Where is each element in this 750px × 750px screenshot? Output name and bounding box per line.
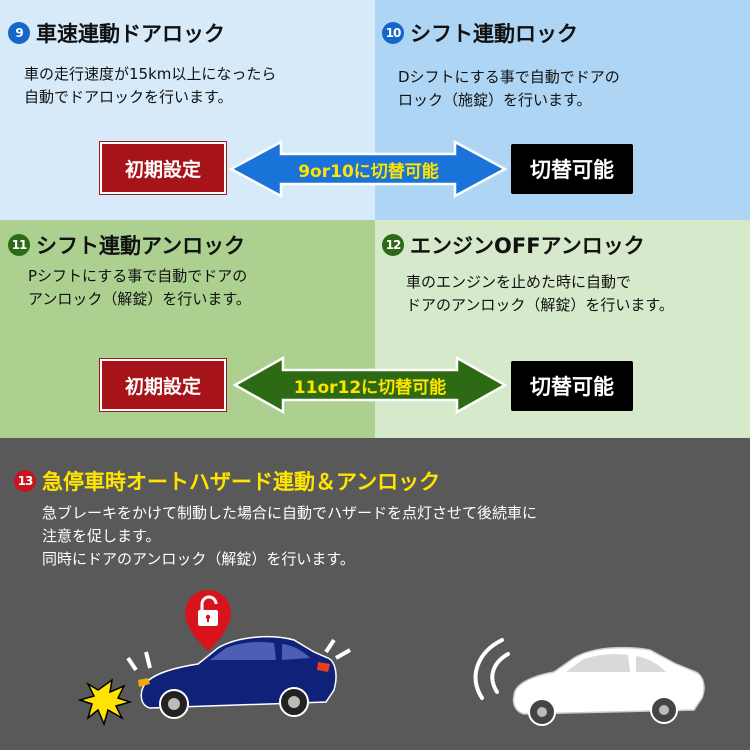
panel-10-desc: Dシフトにする事で自動でドアの ロック（施錠）を行います。 <box>398 68 620 109</box>
switchable-button: 切替可能 <box>511 144 633 194</box>
default-setting-button-2: 初期設定 <box>100 359 226 411</box>
double-arrow-blue <box>229 140 507 198</box>
emergency-illustration <box>77 590 705 727</box>
panel-10-title-text: シフト連動ロック <box>410 22 578 46</box>
sound-wave-icon <box>473 638 510 700</box>
blue-car-icon <box>138 635 337 719</box>
number-badge-11: 11 <box>8 234 30 256</box>
white-car-icon <box>512 646 705 726</box>
panel-11-desc: Pシフトにする事で自動でドアの アンロック（解錠）を行います。 <box>28 267 251 308</box>
panel-9-desc: 車の走行速度が15km以上になったら 自動でドアロックを行います。 <box>24 65 277 106</box>
number-badge-13: 13 <box>14 470 36 492</box>
number-badge-9: 9 <box>8 22 30 44</box>
panel-12-title-text: エンジンOFFアンロック <box>410 234 645 258</box>
number-badge-12: 12 <box>382 234 404 256</box>
panel-9-title: 9 車速連動ドアロック <box>8 18 225 48</box>
number-badge-10: 10 <box>382 22 404 44</box>
panel-12-title: 12 エンジンOFFアンロック <box>382 230 645 260</box>
panel-11-title-text: シフト連動アンロック <box>36 234 246 258</box>
unlocked-padlock-icon <box>185 590 231 651</box>
panel-13-title: 13 急停車時オートハザード連動＆アンロック <box>14 466 440 496</box>
hazard-flash-icon <box>77 638 351 727</box>
panel-9-title-text: 車速連動ドアロック <box>36 22 225 46</box>
panel-13-title-text: 急停車時オートハザード連動＆アンロック <box>42 470 441 494</box>
switchable-11-12-label: 11or12に切替可能 <box>293 377 447 398</box>
switchable-button-2: 切替可能 <box>511 361 633 411</box>
double-arrow-green <box>233 356 507 414</box>
switchable-9-10-label: 9or10に切替可能 <box>298 161 439 182</box>
panel-11-title: 11 シフト連動アンロック <box>8 230 245 260</box>
default-setting-button: 初期設定 <box>100 142 226 194</box>
panel-13-desc: 急ブレーキをかけて制動した場合に自動でハザードを点灯させて後続車に 注意を促しま… <box>42 504 538 568</box>
panel-12-desc: 車のエンジンを止めた時に自動で ドアのアンロック（解錠）を行います。 <box>406 273 674 314</box>
panel-10-title: 10 シフト連動ロック <box>382 18 578 48</box>
